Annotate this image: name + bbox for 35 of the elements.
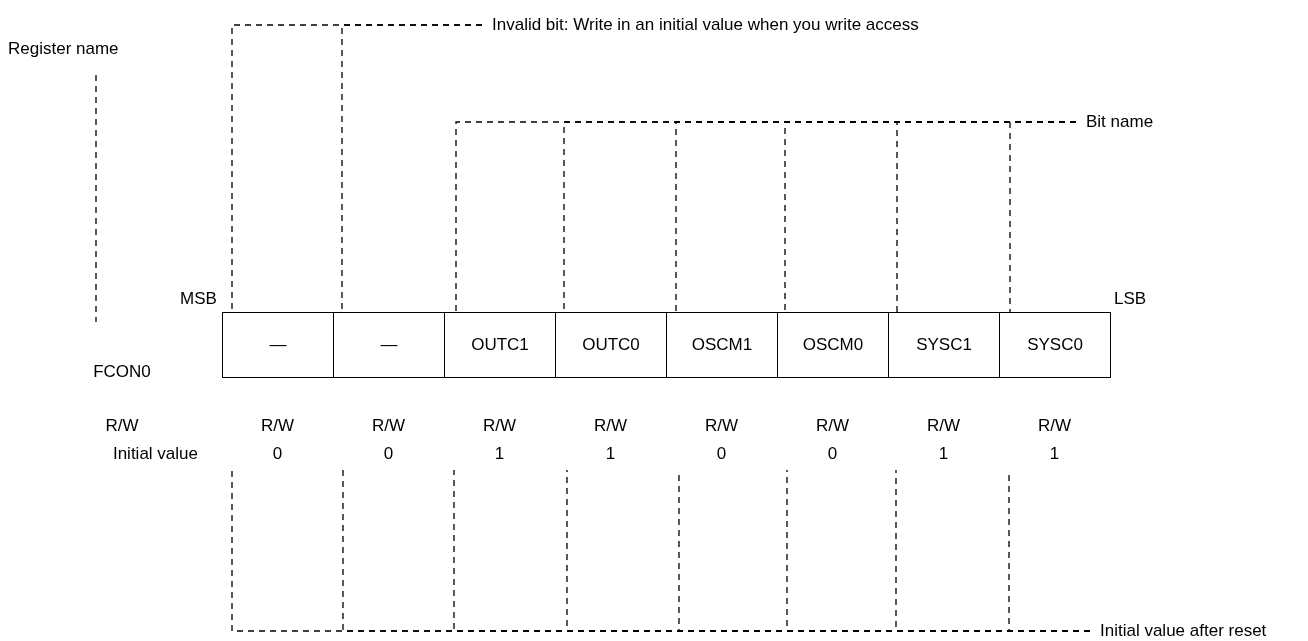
bit-field-cell: — [333,312,445,378]
leader-line [95,74,97,323]
bit-field-cell: OUTC0 [555,312,667,378]
leader-line [1009,121,1077,313]
bit-order-label: MSB [180,288,217,310]
access-type: R/W [705,415,738,437]
annotation-text: Invalid bit: Write in an initial value when you write access [492,13,919,37]
initial-value: 1 [888,442,999,466]
initial-value: 1 [555,442,666,466]
access-type: R/W [483,415,516,437]
bit-field-cell: SYSC1 [888,312,1000,378]
annotation-text: Register name [8,37,119,61]
access-type: R/W [105,415,139,437]
bit-order-label: LSB [1114,288,1147,310]
access-type: R/W [927,415,960,437]
row-label: Initial value [112,443,198,465]
register-name: FCON0 [70,322,174,386]
initial-value: 0 [666,442,777,466]
bit-field-cell: SYSC0 [999,312,1111,378]
bit-field-cell: — [222,312,334,378]
access-type: R/W [261,415,294,437]
initial-value: 0 [333,442,444,466]
access-type: R/W [594,415,627,437]
access-type: R/W [1038,415,1071,437]
annotation-text: Initial value after reset [1100,619,1267,641]
initial-value: 0 [777,442,888,466]
initial-value: 1 [999,442,1110,466]
annotation-text: Bit name [1086,110,1154,134]
initial-value: 1 [444,442,555,466]
access-type: R/W [816,415,849,437]
initial-value: 0 [222,442,333,466]
bit-field-cell: OSCM0 [777,312,889,378]
bit-field-cell: OUTC1 [444,312,556,378]
access-type: R/W [372,415,405,437]
bit-field-cell: OSCM1 [666,312,778,378]
